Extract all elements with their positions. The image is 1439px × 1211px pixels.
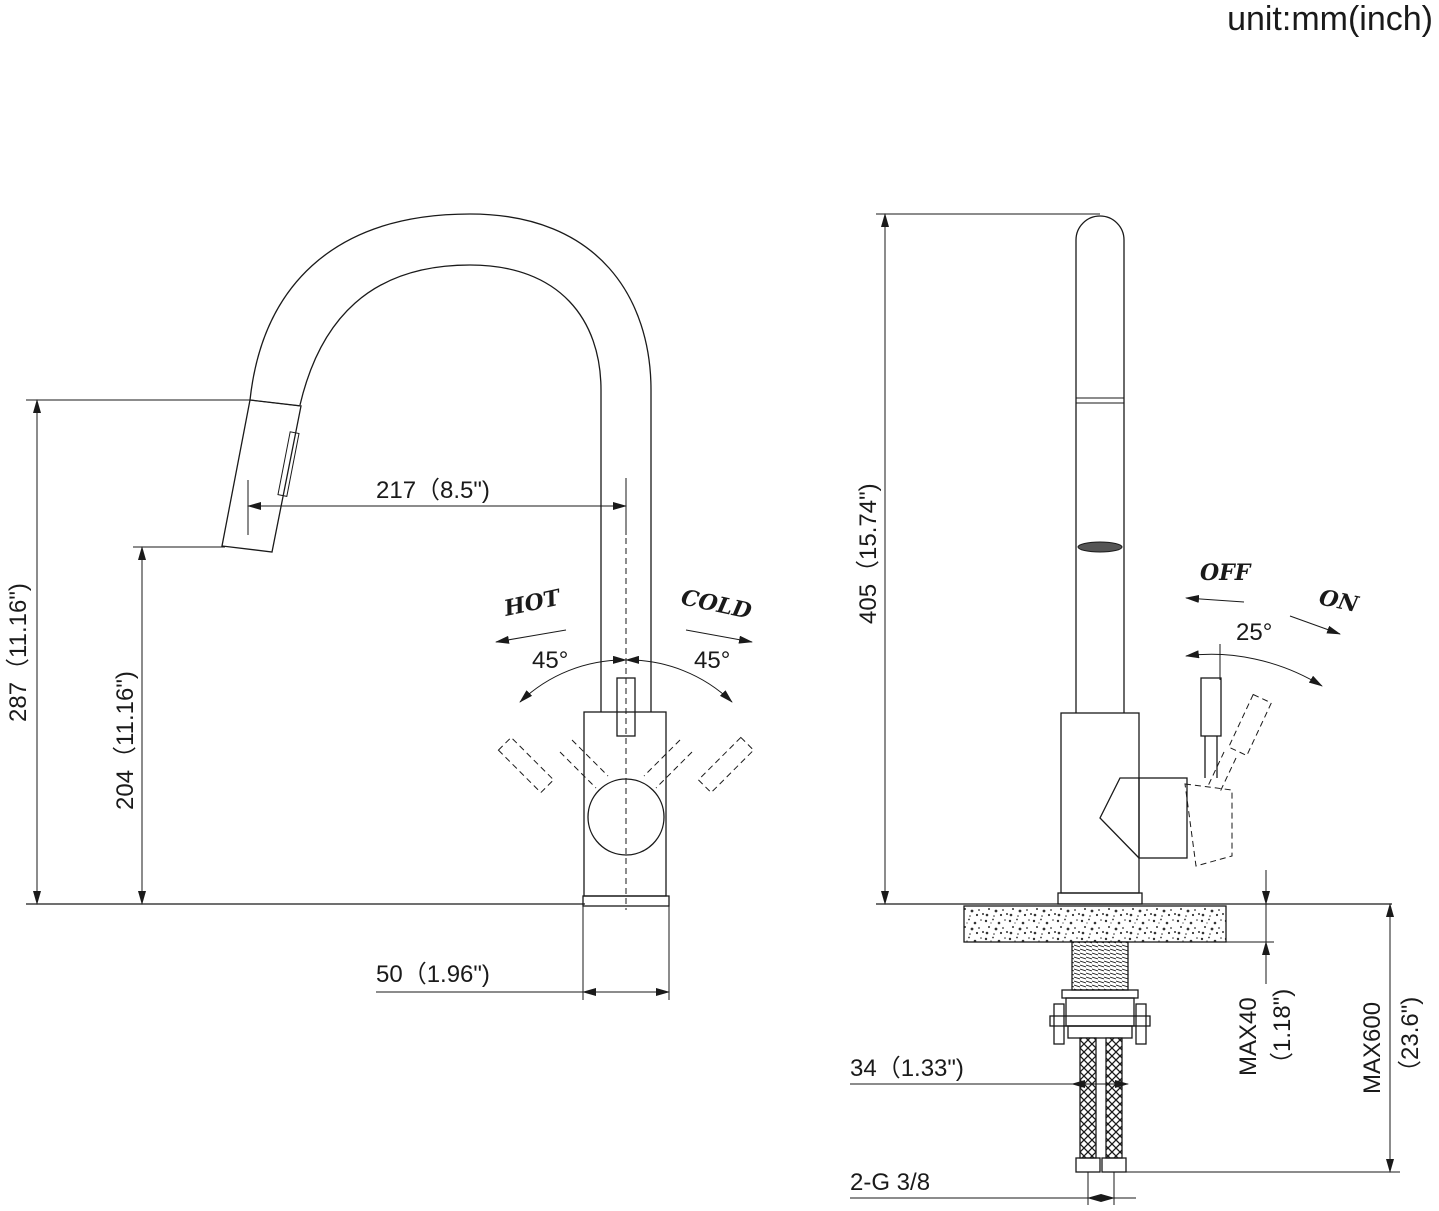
spray-nozzle: [1077, 541, 1123, 553]
label-off: OFF: [1200, 560, 1252, 586]
countertop-section: [963, 905, 1227, 943]
hose-connector-cold: [1101, 1157, 1127, 1173]
mounting-bolt-right: [1135, 1003, 1147, 1045]
lever-hot-position: [497, 736, 609, 794]
threaded-shank: [1071, 941, 1129, 991]
off-arrow: [1185, 594, 1245, 603]
dim-max600: MAX600: [1359, 1002, 1386, 1094]
mounting-plate-top: [1061, 989, 1139, 999]
label-hot: HOT: [501, 584, 564, 622]
side-lever: [1200, 677, 1222, 737]
angle-arc-hot: [519, 655, 627, 703]
angle-arc-cold: [625, 655, 733, 703]
hose-cold: [1105, 1037, 1123, 1159]
faucet-body: [583, 711, 667, 897]
side-spout-tube: [1075, 215, 1125, 713]
angle-hot-label: 45°: [532, 647, 568, 674]
side-handle-hub: [1138, 777, 1188, 859]
dim-height-spout: 204（11.16"): [112, 671, 139, 810]
hose-connector-hot: [1075, 1157, 1101, 1173]
side-lever-on-position: [1184, 693, 1272, 867]
side-body: [1060, 712, 1140, 894]
mounting-bolt-left: [1053, 1003, 1065, 1045]
spray-head-joint: [249, 399, 302, 407]
side-angle-label: 25°: [1236, 619, 1272, 646]
center-lever: [616, 677, 636, 737]
dim-thread: 2-G 3/8: [850, 1169, 930, 1196]
dim-max40-inch: （1.18"): [1269, 989, 1296, 1076]
lever-cold-position: [643, 736, 755, 794]
front-view: HOT COLD 45° 45° 217（8.5") 287（11.16") 2…: [5, 213, 755, 1000]
dim-reach: 217（8.5"): [376, 477, 490, 504]
dim-max600-inch: （23.6"): [1397, 997, 1424, 1084]
label-cold: COLD: [679, 584, 754, 624]
label-on: ON: [1317, 584, 1362, 618]
unit-label: unit:mm(inch): [1227, 0, 1433, 38]
spray-button: [277, 431, 300, 497]
spout-outer: [249, 213, 652, 401]
dim-height-side: 405（15.74"): [855, 483, 882, 624]
dim-shank: 34（1.33"): [850, 1055, 964, 1082]
spout-inner: [299, 264, 602, 406]
dim-max40: MAX40: [1235, 997, 1262, 1076]
mounting-nut: [1065, 997, 1135, 1027]
dim-height-total: 287（11.16"): [5, 583, 32, 722]
on-arrow: [1289, 615, 1341, 635]
mounting-bracket: [1049, 1015, 1151, 1027]
shank-collar: [1067, 1025, 1133, 1039]
angle-cold-label: 45°: [694, 647, 730, 674]
side-handle-cartridge: [1099, 777, 1140, 859]
spray-head: [221, 399, 302, 553]
side-base: [1057, 892, 1143, 905]
faucet-base: [582, 895, 670, 907]
side-angle-arc: [1185, 650, 1323, 687]
dim-base: 50（1.96"): [376, 961, 490, 988]
hose-hot: [1079, 1037, 1097, 1159]
hot-direction-arrow: [495, 629, 567, 644]
side-view: 25° OFF ON 405（15.74") 34（1.33"): [850, 213, 1424, 1205]
cold-direction-arrow: [685, 629, 753, 644]
